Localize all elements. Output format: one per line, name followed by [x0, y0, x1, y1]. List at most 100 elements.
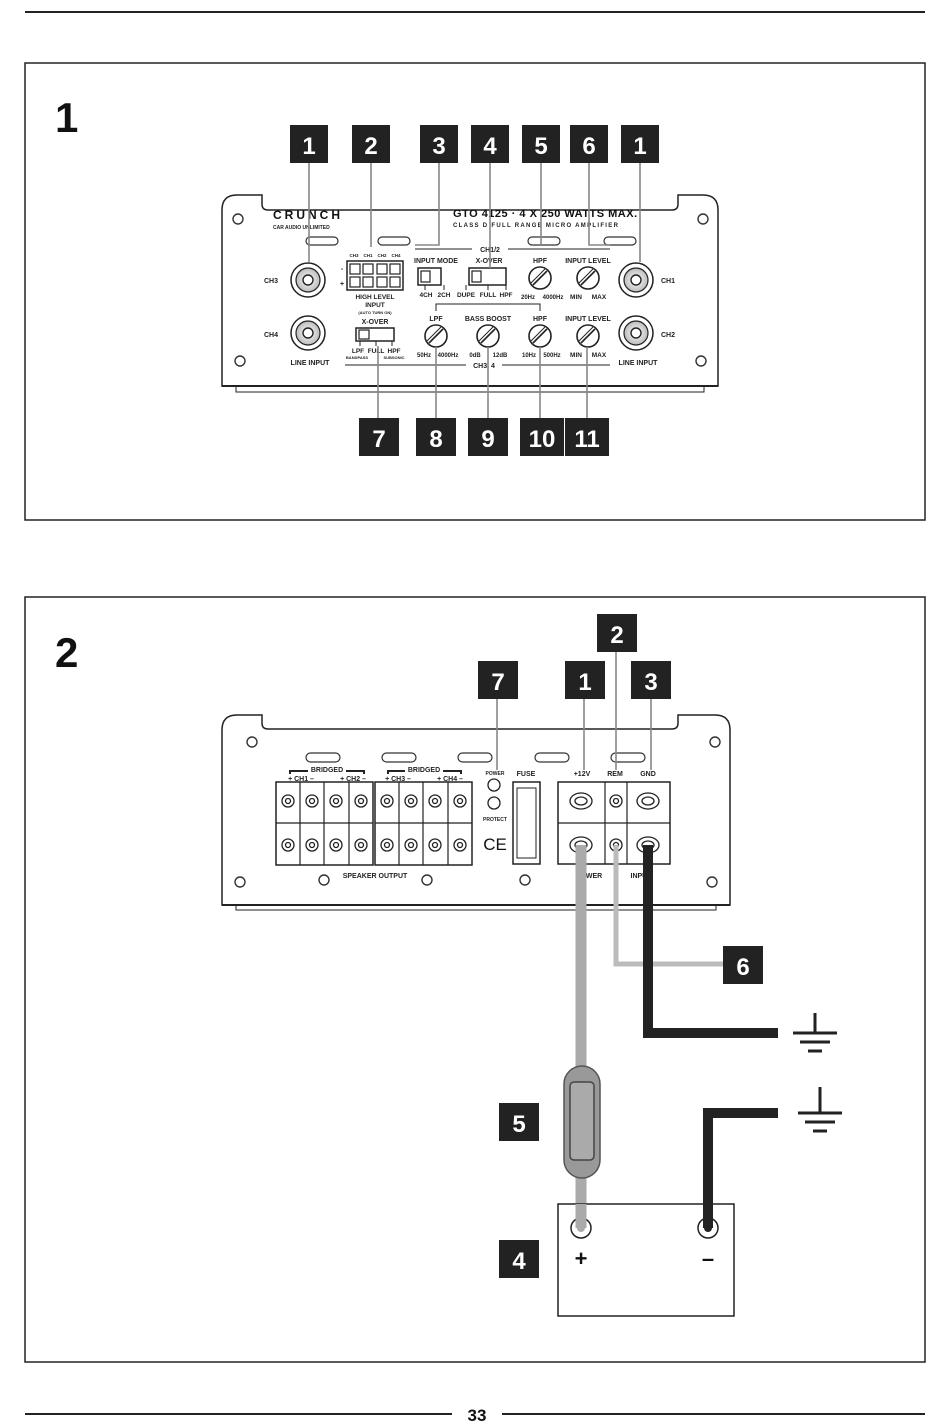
power-input-label-left: POWER [576, 873, 602, 880]
ch1-output-label: + CH1 – [288, 776, 314, 783]
svg-text:1: 1 [578, 669, 591, 696]
amp-front-panel: CRUNCH CAR AUDIO UNLIMITED GTO 4125 · 4 … [221, 194, 719, 393]
terminal-screws [281, 794, 467, 852]
figure-1: 1 1 2 3 4 5 [24, 62, 926, 521]
speaker-terminal-block[interactable] [275, 781, 473, 866]
vent-slot [305, 236, 339, 246]
screw-icon [421, 874, 433, 886]
callout-10: 10 [520, 418, 564, 456]
fuse-holder[interactable] [512, 781, 541, 865]
battery: + – [557, 1203, 735, 1317]
power-led-icon [487, 778, 501, 792]
high-level-input-connector[interactable]: CH3 CH1 CH2 CH4 - + [340, 253, 404, 291]
svg-text:CH4: CH4 [391, 253, 400, 258]
plus12v-label: +12V [574, 771, 591, 778]
vent-slot [527, 236, 561, 246]
svg-text:1: 1 [633, 133, 646, 160]
vent-slot [305, 752, 341, 763]
input-level-ch12-min: MIN [570, 294, 582, 301]
callout-11: 11 [565, 418, 609, 456]
bridged-right-label: BRIDGED [408, 767, 440, 774]
input-level-ch12-label: INPUT LEVEL [565, 258, 611, 265]
vent-slot [457, 752, 493, 763]
ch3-label: CH3 [264, 278, 278, 285]
hpf-ch34-knob[interactable] [528, 324, 552, 348]
input-mode-switch[interactable] [417, 267, 445, 290]
callout-9: 9 [468, 418, 508, 456]
callout-4: 4 [471, 125, 509, 163]
svg-text:CH3: CH3 [349, 253, 358, 258]
svg-text:5: 5 [512, 1111, 525, 1138]
vent-slot [377, 236, 411, 246]
input-level-ch34-knob[interactable] [576, 324, 600, 348]
high-level-input-label-2: INPUT [365, 302, 385, 309]
svg-text:5: 5 [534, 133, 547, 160]
power-input-label-right: INPUT [631, 873, 653, 880]
rem-label: REM [607, 771, 623, 778]
figure-2-leader-lines [496, 652, 652, 770]
rca-jack-ch3[interactable] [290, 262, 326, 298]
vent-slot [610, 752, 646, 763]
svg-text:4: 4 [512, 1248, 526, 1275]
screw-icon [318, 874, 330, 886]
callout-6: 6 [723, 946, 763, 984]
gnd-label: GND [640, 771, 656, 778]
screw-icon [232, 213, 244, 225]
protect-led-label: PROTECT [483, 817, 507, 823]
callout-4: 4 [499, 1240, 539, 1278]
figure-1-bottom-callouts: 7 8 9 10 11 [359, 418, 609, 456]
screw-icon [246, 736, 258, 748]
rca-jack-ch4[interactable] [290, 315, 326, 351]
svg-text:7: 7 [491, 669, 504, 696]
svg-text:11: 11 [574, 426, 599, 453]
power-led-label: POWER [486, 771, 505, 777]
hpf-ch12-max: 4000Hz [543, 295, 564, 301]
line-input-left-label: LINE INPUT [291, 360, 331, 367]
hpf-ch12-knob[interactable] [528, 266, 552, 290]
xover-ch34-bandpass: BANDPASS [346, 355, 368, 360]
auto-turn-on-label: (AUTO TURN ON) [358, 310, 392, 315]
callout-3: 3 [631, 661, 671, 699]
svg-text:4: 4 [483, 133, 497, 160]
input-level-ch12-knob[interactable] [576, 266, 600, 290]
xover-ch34-opt-lpf: LPF [352, 348, 364, 355]
bass-boost-knob[interactable] [476, 324, 500, 348]
battery-minus-label: – [702, 1246, 714, 1271]
callout-5: 5 [522, 125, 560, 163]
remote-wire [613, 845, 723, 967]
line-input-right-label: LINE INPUT [619, 360, 659, 367]
xover-ch12-opt-hpf: HPF [500, 292, 513, 299]
xover-ch12-switch[interactable] [465, 267, 507, 290]
callout-3: 3 [420, 125, 458, 163]
input-level-ch12-max: MAX [592, 294, 607, 301]
svg-text:-: - [341, 266, 344, 273]
protect-led-icon [487, 796, 501, 810]
vent-slot [534, 752, 570, 763]
ch2-label: CH2 [661, 332, 675, 339]
ground-icon [798, 1087, 842, 1133]
lpf-knob[interactable] [424, 324, 448, 348]
rca-jack-ch2[interactable] [618, 315, 654, 351]
bass-boost-label: BASS BOOST [465, 316, 512, 323]
callout-8: 8 [416, 418, 456, 456]
callout-1-right: 1 [621, 125, 659, 163]
ce-mark: CE [483, 835, 507, 854]
ground-icon [793, 1013, 837, 1053]
hpf-ch34-label: HPF [533, 316, 548, 323]
rca-jack-ch1[interactable] [618, 262, 654, 298]
lpf-min: 50Hz [417, 353, 431, 359]
lpf-label: LPF [429, 316, 443, 323]
bass-boost-max: 12dB [493, 353, 508, 359]
svg-text:CH2: CH2 [377, 253, 386, 258]
vent-slot [603, 236, 637, 246]
high-level-input-label: HIGH LEVEL [355, 294, 394, 301]
input-level-ch34-label: INPUT LEVEL [565, 316, 611, 323]
xover-ch34-opt-full: FULL [368, 348, 385, 355]
svg-text:10: 10 [529, 426, 556, 453]
figure-1-leader-lines [308, 163, 641, 418]
hpf-ch12-label: HPF [533, 258, 548, 265]
figure-1-number: 1 [55, 94, 78, 141]
screw-icon [234, 355, 246, 367]
xover-ch34-switch[interactable] [355, 327, 395, 346]
